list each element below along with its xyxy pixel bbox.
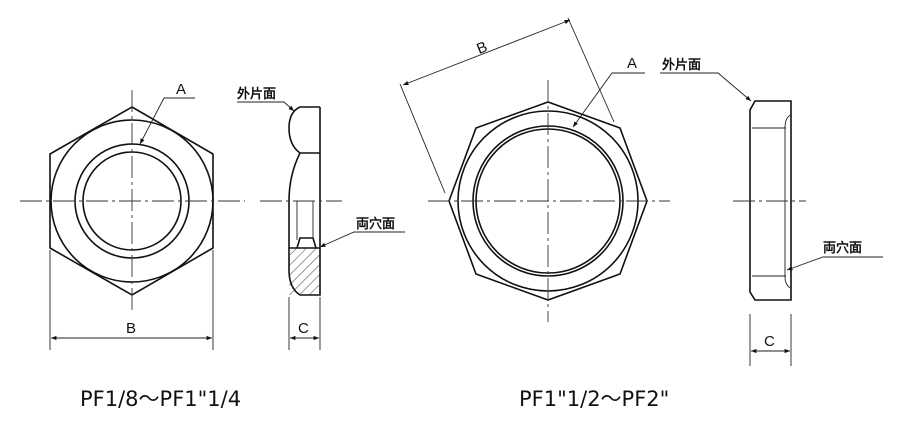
left-bore-face-callout: 両穴面 <box>319 216 405 248</box>
left-title: PF1/8～PF1"1/4 <box>80 387 241 411</box>
left-dim-a: A <box>139 81 195 145</box>
right-front-view <box>428 80 670 322</box>
right-dim-b: B <box>399 17 615 194</box>
svg-text:A: A <box>627 55 637 72</box>
right-outer-face-callout: 外片面 <box>660 57 752 102</box>
left-dim-c: C <box>288 297 321 350</box>
svg-text:B: B <box>126 320 136 337</box>
left-dim-b: B <box>49 250 214 350</box>
svg-text:A: A <box>176 81 186 98</box>
right-side-view <box>733 100 806 301</box>
right-title: PF1"1/2～PF2" <box>519 387 669 411</box>
left-front-view <box>20 90 245 312</box>
svg-text:両穴面: 両穴面 <box>356 216 395 232</box>
left-outer-face-callout: 外片面 <box>236 86 295 112</box>
svg-text:外片面: 外片面 <box>661 57 701 73</box>
right-dim-c: C <box>749 314 792 366</box>
right-dim-a: A <box>572 55 645 128</box>
svg-text:C: C <box>298 320 309 337</box>
svg-text:C: C <box>764 333 775 350</box>
svg-text:外片面: 外片面 <box>236 86 276 102</box>
svg-text:B: B <box>474 38 490 58</box>
svg-text:両穴面: 両穴面 <box>823 240 862 256</box>
left-side-view <box>260 106 342 296</box>
right-bore-face-callout: 両穴面 <box>786 240 883 271</box>
